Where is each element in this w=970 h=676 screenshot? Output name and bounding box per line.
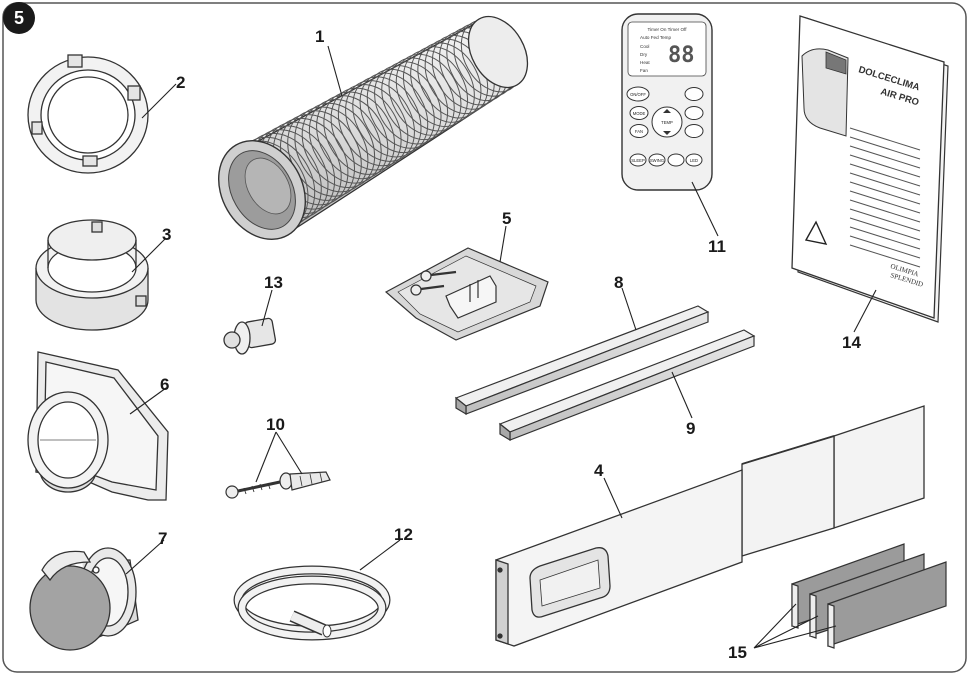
svg-text:SLEEP: SLEEP bbox=[631, 158, 645, 163]
part-3-round-adapter bbox=[35, 219, 149, 331]
hose-rib bbox=[417, 42, 482, 119]
remote-button-swing: SWING bbox=[648, 153, 666, 167]
hose-rib bbox=[330, 87, 402, 171]
hose-rib bbox=[301, 102, 376, 189]
manual-text-line bbox=[849, 145, 921, 169]
manual-text-line bbox=[849, 217, 921, 241]
manual-text-line bbox=[849, 181, 921, 205]
remote-mode-cool: Cool bbox=[640, 44, 649, 49]
hose-rib bbox=[337, 83, 409, 167]
part-9-sealing-bar bbox=[498, 329, 756, 442]
label-part-8: 8 bbox=[614, 273, 623, 292]
svg-text:MODE: MODE bbox=[633, 111, 646, 116]
remote-button-timer-on bbox=[684, 106, 704, 120]
label-part-6: 6 bbox=[160, 375, 169, 394]
manual-text-line bbox=[849, 154, 921, 178]
label-part-2: 2 bbox=[176, 73, 185, 92]
hose-rib bbox=[402, 50, 469, 127]
label-part-14: 14 bbox=[842, 333, 861, 352]
hose-rib bbox=[381, 61, 449, 141]
label-part-11: 11 bbox=[708, 237, 726, 256]
label-part-12: 12 bbox=[394, 525, 413, 544]
part-6-window-adapter bbox=[27, 351, 169, 501]
leader-lines bbox=[125, 45, 877, 649]
hose-rib bbox=[352, 76, 422, 158]
manual-text-line bbox=[849, 208, 921, 232]
remote-button-led: LED bbox=[685, 153, 703, 167]
manual-text-line bbox=[849, 136, 921, 160]
manual-text-line bbox=[849, 244, 921, 268]
svg-text:FAN: FAN bbox=[635, 129, 643, 134]
remote-display-digits: 88 bbox=[668, 43, 695, 68]
part-11-remote-control: Timer On Timer Off Auto Fed Temp Cool Dr… bbox=[621, 13, 713, 191]
manual-text-line bbox=[849, 190, 921, 214]
part-15-foam-strips bbox=[791, 543, 947, 649]
part-14-instruction-manual: DOLCECLIMA AIR PRO OLIMPIA SPLENDID bbox=[791, 15, 949, 323]
svg-text:ON/OFF: ON/OFF bbox=[630, 92, 646, 97]
remote-button-timer bbox=[684, 87, 704, 101]
label-part-3: 3 bbox=[162, 225, 171, 244]
step-badge-number: 5 bbox=[14, 8, 24, 28]
warning-icon bbox=[804, 220, 828, 245]
label-part-10: 10 bbox=[266, 415, 285, 434]
remote-mode-heat: Heat bbox=[640, 60, 650, 65]
manual-text-line bbox=[849, 127, 921, 151]
part-10-screw-and-anchor bbox=[225, 471, 331, 499]
svg-text:TEMP: TEMP bbox=[661, 120, 673, 125]
manual-text-line bbox=[849, 163, 921, 187]
svg-text:LED: LED bbox=[690, 158, 698, 163]
remote-button-mode: MODE bbox=[629, 106, 649, 120]
hose-rib bbox=[294, 106, 369, 193]
label-part-13: 13 bbox=[264, 273, 283, 292]
svg-text:SWING: SWING bbox=[650, 158, 664, 163]
label-part-4: 4 bbox=[594, 461, 604, 480]
manual-text-line bbox=[849, 235, 921, 259]
remote-mode-dry: Dry bbox=[640, 52, 648, 57]
part-5-bracket-kit bbox=[384, 247, 549, 341]
hose-rib bbox=[345, 80, 415, 162]
label-part-7: 7 bbox=[158, 529, 167, 548]
remote-button-extra bbox=[667, 153, 685, 167]
hose-rib bbox=[366, 68, 435, 149]
hose-rib bbox=[410, 46, 475, 123]
remote-timer-text: Timer On Timer Off bbox=[647, 27, 687, 32]
manual-text-line bbox=[849, 172, 921, 196]
remote-auto-temp-text: Auto Fed Temp bbox=[640, 35, 672, 40]
manual-text-line bbox=[849, 199, 921, 223]
part-2-ring-adapter bbox=[27, 54, 149, 174]
part-7-valve-adapter bbox=[29, 547, 139, 651]
hose-rib bbox=[359, 72, 429, 154]
remote-button-temp: TEMP bbox=[651, 106, 683, 138]
remote-mode-fan: Fan bbox=[640, 68, 648, 73]
label-part-1: 1 bbox=[315, 27, 324, 46]
label-part-5: 5 bbox=[502, 209, 511, 228]
hose-rib bbox=[323, 91, 395, 175]
hose-rib bbox=[316, 95, 389, 180]
part-1-exhaust-hose bbox=[217, 15, 529, 240]
hose-rib bbox=[374, 65, 442, 145]
remote-button-fan: FAN bbox=[629, 124, 649, 138]
part-13-drain-plug bbox=[223, 317, 277, 355]
label-part-15: 15 bbox=[728, 643, 747, 662]
part-8-sealing-bar bbox=[454, 305, 710, 416]
remote-button-sleep: SLEEP bbox=[629, 153, 647, 167]
label-part-9: 9 bbox=[686, 419, 695, 438]
part-12-drain-tube bbox=[233, 565, 391, 641]
hose-rib bbox=[308, 98, 382, 184]
remote-button-onoff: ON/OFF bbox=[626, 86, 650, 102]
remote-button-timer-off bbox=[684, 124, 704, 138]
manual-text-line bbox=[849, 226, 921, 250]
step-badge: 5 bbox=[3, 2, 35, 34]
part-4-window-kit-slide bbox=[495, 405, 925, 647]
